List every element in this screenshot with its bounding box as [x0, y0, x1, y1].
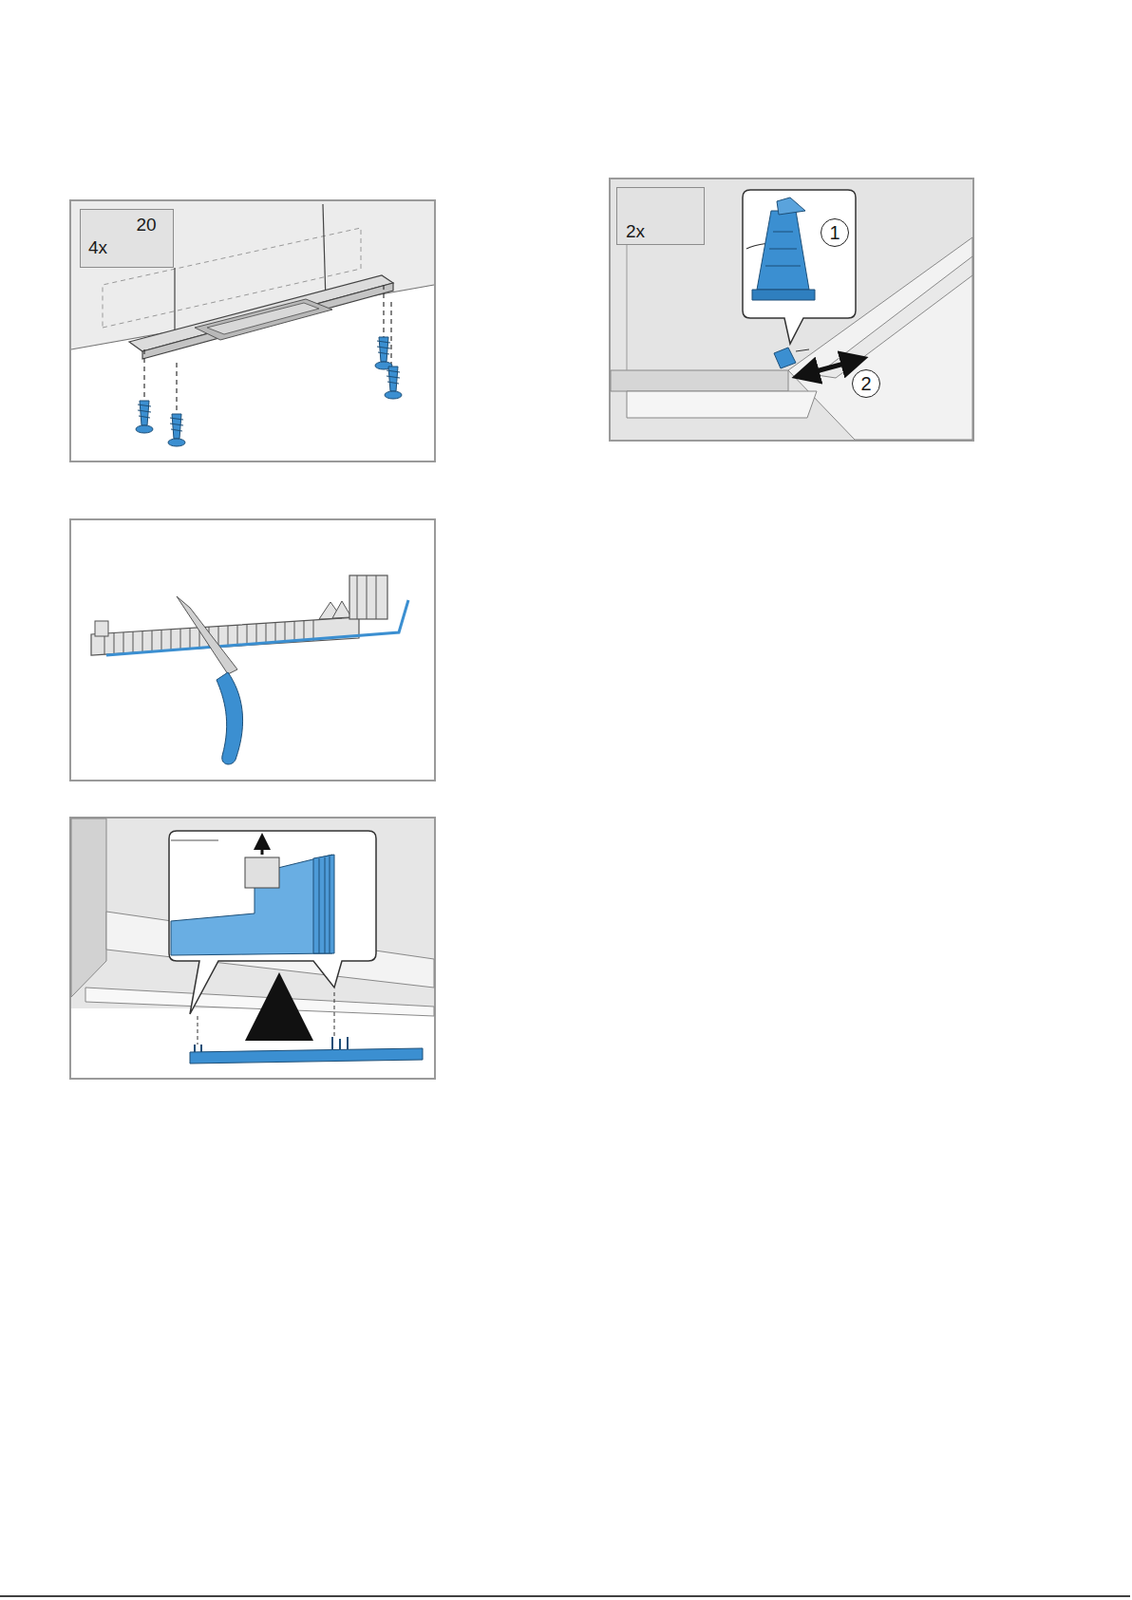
panel-mount-plate-part [386, 370, 400, 384]
panel-cut-strip-part [332, 601, 352, 619]
panel-clip-part [805, 360, 855, 375]
panel-fit-strip-part [261, 841, 265, 855]
panel-fit-strip-part [85, 987, 434, 1017]
panel-mount-plate-part [194, 299, 333, 340]
panel-clip-part [776, 197, 806, 215]
callout-number-text: 1 [829, 223, 840, 243]
panel-mount-plate-part [144, 284, 392, 418]
panel-mount-plate-part [175, 362, 177, 418]
panel-mount-plate-part [377, 340, 391, 355]
panel-clip-part [795, 349, 810, 352]
panel-mount-plate-part [384, 391, 402, 399]
panel-cut-strip-part [70, 519, 435, 781]
panel-mount-plate-part [384, 366, 402, 399]
panel-clip-part [752, 289, 815, 301]
panel-clip-part [626, 391, 817, 418]
panel-clip-part [773, 347, 796, 369]
panel-cut-strip-part [176, 596, 238, 675]
panel-fit-strip [70, 817, 435, 1079]
panel-clip-part [756, 210, 810, 290]
callout-number: 2 [851, 369, 881, 398]
panel-mount-plate-part [129, 275, 394, 352]
panel-clip-part [626, 227, 628, 371]
callout-number-text: 2 [860, 374, 871, 394]
panel-fit-strip-part [70, 817, 435, 1079]
panel-mount-plate-part [143, 349, 145, 404]
panel-cut-strip [70, 519, 435, 781]
panel-mount-plate-part [207, 302, 320, 335]
panel-clip-part [610, 370, 789, 392]
panel-cut-strip-part [94, 621, 109, 637]
panel-fit-strip-part [197, 992, 335, 1045]
panel-mount-plate-part [139, 400, 150, 426]
panel-fit-strip-part [170, 854, 333, 956]
quantity-label: 2x [625, 222, 645, 241]
panel-clip [609, 178, 974, 441]
panel-fit-strip-part [189, 1048, 423, 1064]
panel-fit-strip-part [169, 830, 377, 1015]
legend-inset: 2x [616, 187, 705, 246]
panel-fit-strip-part [273, 1006, 285, 1026]
panel-clip-part [765, 231, 801, 266]
panel-mount-plate-part [169, 417, 184, 432]
panel-mount-plate-part [378, 337, 389, 362]
panel-fit-strip-part [170, 840, 219, 842]
panel-mount-plate [70, 200, 435, 462]
panel-mount-plate-part [135, 425, 153, 434]
panel-mount-plate-part [390, 301, 392, 373]
footer-rule [0, 1596, 1131, 1598]
panel-fit-strip-part [245, 857, 280, 888]
panel-clip-part [610, 179, 973, 440]
panel-mount-plate-part [135, 337, 402, 447]
panel-mount-plate-part [382, 284, 384, 342]
panel-cut-strip-part [106, 600, 409, 656]
panel-mount-plate-part [388, 366, 398, 392]
quantity-label: 4x [88, 238, 108, 257]
panel-cut-strip-part [349, 575, 388, 620]
panel-mount-plate-part [137, 404, 151, 418]
panel-mount-plate-part [173, 267, 175, 339]
panel-mount-plate-part [322, 204, 326, 302]
panel-mount-plate-part [168, 438, 186, 447]
panel-fit-strip-part [334, 992, 336, 1039]
dimension-value: 20 [135, 215, 156, 234]
panel-mount-plate-part [70, 200, 435, 462]
panel-clip-part [742, 189, 856, 344]
panel-cut-strip-part [216, 672, 244, 765]
panel-mount-plate-part [171, 414, 182, 439]
panel-cut-strip-part [91, 617, 359, 656]
panel-fit-strip-part [194, 1037, 348, 1053]
footer-rule-part [0, 1595, 1131, 1598]
panel-fit-strip-part [319, 856, 330, 954]
panel-clip-part [609, 178, 974, 441]
panel-mount-plate-part [142, 283, 394, 359]
panel-cut-strip-part [357, 575, 377, 620]
panel-fit-strip-part [313, 854, 335, 954]
panel-mount-plate-part [135, 400, 153, 434]
panel-fit-strip-part [197, 1016, 199, 1045]
panel-mount-plate-part [375, 337, 393, 370]
callout-number: 1 [820, 218, 849, 247]
panel-fit-strip-part [71, 818, 107, 998]
legend-inset: 20 4x [79, 208, 174, 268]
panel-mount-plate-part [168, 414, 186, 447]
